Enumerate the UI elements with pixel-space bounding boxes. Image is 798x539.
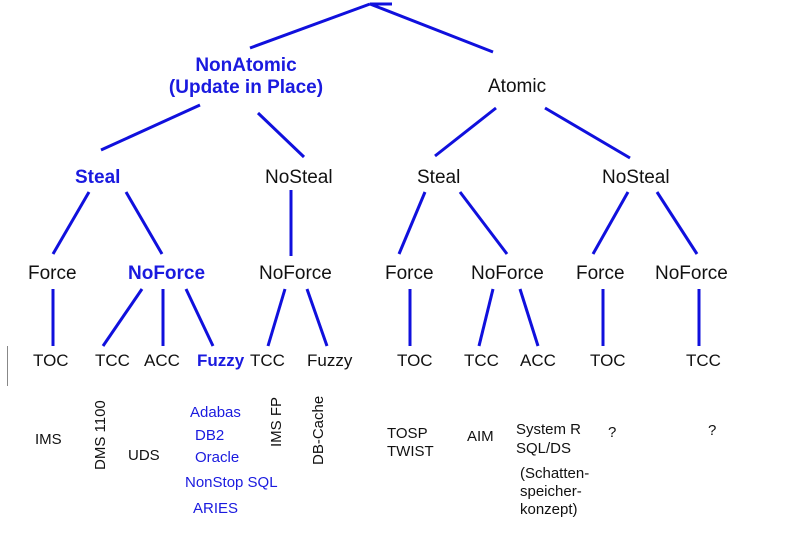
system-adabas: Adabas [190, 404, 241, 421]
node-steal-left: Steal [75, 167, 121, 188]
node-nonatomic-line1: NonAtomic [195, 55, 297, 76]
node-noforce-2: NoForce [259, 263, 332, 284]
edge-atomic-nosteal [544, 106, 631, 160]
edge-noforce1-tcc [101, 288, 144, 347]
edge-atomic-steal [434, 106, 497, 158]
node-force-3: Force [385, 263, 434, 284]
node-nosteal-left: NoSteal [265, 167, 333, 188]
system-schatten-3: konzept) [520, 501, 578, 518]
node-steal-right: Steal [417, 167, 461, 188]
leaf-tcc-1: TCC [95, 351, 130, 370]
system-aries: ARIES [193, 500, 239, 517]
system-nonstop-sql: NonStop SQL [185, 474, 278, 491]
edge-noforce2-tcc [266, 288, 287, 347]
edge-noforce1-fuzzy [184, 288, 215, 347]
leaf-fuzzy-1: Fuzzy [197, 351, 245, 370]
edge-nosteal2-noforce [655, 191, 699, 255]
left-margin-bracket [7, 346, 8, 386]
edge-nonatomic-steal [100, 103, 201, 152]
edge-steal2-noforce [458, 191, 509, 255]
edge-noforce3-tcc [477, 288, 495, 347]
node-nonatomic-line2: (Update in Place) [168, 76, 324, 98]
system-ims-fp: IMS FP [268, 396, 285, 447]
node-atomic: Atomic [488, 76, 547, 97]
leaf-tcc-3: TCC [464, 351, 499, 370]
edge-steal2-force [397, 191, 427, 255]
edge-root-atomic [369, 2, 494, 54]
edge-nosteal2-force [591, 191, 630, 255]
system-db-cache: DB-Cache [310, 395, 327, 465]
leaf-fuzzy-2: Fuzzy [307, 351, 353, 370]
node-noforce-3: NoForce [471, 263, 544, 284]
system-aim: AIM [467, 428, 494, 445]
system-ims: IMS [35, 431, 62, 448]
system-system-r: System R [516, 421, 582, 438]
system-sql-ds: SQL/DS [516, 440, 572, 457]
system-uds: UDS [128, 447, 160, 464]
edge-noforce2-fuzzy [305, 288, 329, 347]
node-nonatomic: NonAtomic (Update in Place) [152, 55, 340, 99]
node-force-4: Force [576, 263, 625, 284]
system-db2: DB2 [195, 427, 225, 444]
system-unknown-1: ? [608, 424, 617, 441]
edge-steal1-force [51, 191, 91, 255]
node-force-1: Force [28, 263, 77, 284]
edge-nonatomic-nosteal [256, 111, 306, 159]
leaf-acc-1: ACC [144, 351, 180, 370]
system-schatten-2: speicher- [520, 483, 582, 500]
leaf-acc-3: ACC [520, 351, 556, 370]
system-tosp: TOSP [387, 425, 428, 442]
leaf-toc-3: TOC [397, 351, 433, 370]
edge-root-nonatomic [249, 2, 371, 50]
leaf-tcc-2: TCC [250, 351, 285, 370]
system-unknown-2: ? [708, 422, 717, 439]
system-oracle: Oracle [195, 449, 240, 466]
edge-noforce3-acc [518, 288, 540, 347]
leaf-toc-4: TOC [590, 351, 626, 370]
node-noforce-4: NoForce [655, 263, 728, 284]
leaf-tcc-4: TCC [686, 351, 721, 370]
leaf-toc-1: TOC [33, 351, 69, 370]
node-noforce-1: NoForce [128, 263, 206, 284]
edge-steal1-noforce [124, 191, 164, 255]
system-twist: TWIST [387, 443, 434, 460]
node-nosteal-right: NoSteal [602, 167, 670, 188]
system-schatten-1: (Schatten- [520, 465, 590, 482]
system-dms1100: DMS 1100 [92, 400, 109, 470]
